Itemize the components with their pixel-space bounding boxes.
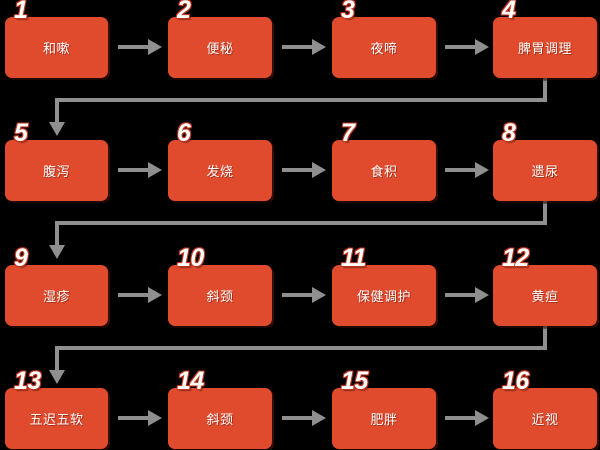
flow-node-10[interactable]: 10 斜颈 bbox=[168, 246, 272, 326]
arrow-15-to-16-head bbox=[475, 410, 489, 426]
node-label-16: 近视 bbox=[531, 411, 559, 427]
flow-node-4[interactable]: 4 脾胃调理 bbox=[493, 0, 597, 78]
node-number-12: 12 bbox=[502, 244, 529, 272]
arrow-9-to-10-line bbox=[118, 293, 150, 297]
node-label-13: 五迟五软 bbox=[29, 411, 84, 427]
arrow-13-to-14-head bbox=[148, 410, 162, 426]
flow-node-14[interactable]: 14 斜颈 bbox=[168, 369, 272, 449]
node-number-6: 6 bbox=[177, 119, 191, 147]
flow-node-9[interactable]: 9 湿疹 bbox=[5, 246, 108, 326]
node-number-9: 9 bbox=[14, 244, 28, 272]
flow-node-11[interactable]: 11 保健调护 bbox=[332, 246, 436, 326]
arrow-5-to-6-line bbox=[118, 168, 150, 172]
arrow-6-to-7-head bbox=[312, 162, 326, 178]
flow-node-3[interactable]: 3 夜啼 bbox=[332, 0, 436, 78]
node-number-2: 2 bbox=[177, 0, 191, 24]
wrap-8-to-9-segment-down bbox=[543, 201, 547, 225]
node-number-10: 10 bbox=[177, 244, 204, 272]
node-number-7: 7 bbox=[341, 119, 355, 147]
wrap-12-to-13-segment-drop bbox=[55, 346, 59, 372]
node-label-7: 食积 bbox=[370, 163, 398, 179]
flow-node-15[interactable]: 15 肥胖 bbox=[332, 369, 436, 449]
node-label-10: 斜颈 bbox=[206, 288, 234, 304]
wrap-12-to-13-segment-left bbox=[55, 346, 547, 350]
arrow-10-to-11-head bbox=[312, 287, 326, 303]
node-number-4: 4 bbox=[502, 0, 516, 24]
arrow-9-to-10-head bbox=[148, 287, 162, 303]
wrap-8-to-9-segment-left bbox=[55, 221, 547, 225]
node-number-1: 1 bbox=[14, 0, 28, 24]
node-number-15: 15 bbox=[341, 367, 368, 395]
arrow-14-to-15-line bbox=[282, 416, 314, 420]
arrow-3-to-4-head bbox=[475, 39, 489, 55]
node-number-3: 3 bbox=[341, 0, 355, 24]
node-number-8: 8 bbox=[502, 119, 516, 147]
flow-node-2[interactable]: 2 便秘 bbox=[168, 0, 272, 78]
node-label-9: 湿疹 bbox=[42, 288, 70, 304]
node-number-5: 5 bbox=[14, 119, 28, 147]
arrow-7-to-8-line bbox=[445, 168, 477, 172]
wrap-12-to-13-head bbox=[49, 370, 65, 384]
arrow-3-to-4-line bbox=[445, 45, 477, 49]
node-number-13: 13 bbox=[14, 367, 41, 395]
node-label-5: 腹泻 bbox=[42, 163, 70, 179]
flow-node-5[interactable]: 5 腹泻 bbox=[5, 121, 108, 201]
arrow-6-to-7-line bbox=[282, 168, 314, 172]
flow-node-7[interactable]: 7 食积 bbox=[332, 121, 436, 201]
node-label-11: 保健调护 bbox=[356, 288, 411, 304]
wrap-8-to-9-segment-drop bbox=[55, 221, 59, 247]
arrow-14-to-15-head bbox=[312, 410, 326, 426]
flow-node-13[interactable]: 13 五迟五软 bbox=[5, 369, 108, 449]
node-label-6: 发烧 bbox=[206, 163, 234, 179]
wrap-4-to-5-segment-drop bbox=[55, 98, 59, 124]
node-label-12: 黄疸 bbox=[531, 288, 559, 304]
node-label-14: 斜颈 bbox=[206, 411, 234, 427]
wrap-4-to-5-head bbox=[49, 122, 65, 136]
flow-node-1[interactable]: 1 和嗽 bbox=[5, 0, 108, 78]
arrow-2-to-3-head bbox=[312, 39, 326, 55]
node-number-16: 16 bbox=[502, 367, 529, 395]
wrap-8-to-9-head bbox=[49, 245, 65, 259]
node-label-8: 遗尿 bbox=[531, 163, 559, 179]
arrow-2-to-3-line bbox=[282, 45, 314, 49]
flow-node-6[interactable]: 6 发烧 bbox=[168, 121, 272, 201]
node-number-11: 11 bbox=[341, 244, 366, 272]
flow-node-12[interactable]: 12 黄疸 bbox=[493, 246, 597, 326]
wrap-4-to-5-segment-down bbox=[543, 78, 547, 102]
node-label-15: 肥胖 bbox=[370, 411, 398, 427]
wrap-12-to-13-segment-down bbox=[543, 326, 547, 350]
arrow-13-to-14-line bbox=[118, 416, 150, 420]
arrow-10-to-11-line bbox=[282, 293, 314, 297]
arrow-1-to-2-head bbox=[148, 39, 162, 55]
wrap-4-to-5-segment-left bbox=[55, 98, 547, 102]
arrow-1-to-2-line bbox=[118, 45, 150, 49]
node-number-14: 14 bbox=[177, 367, 204, 395]
arrow-5-to-6-head bbox=[148, 162, 162, 178]
flow-node-16[interactable]: 16 近视 bbox=[493, 369, 597, 449]
node-label-3: 夜啼 bbox=[370, 40, 398, 56]
flow-node-8[interactable]: 8 遗尿 bbox=[493, 121, 597, 201]
arrow-7-to-8-head bbox=[475, 162, 489, 178]
node-label-4: 脾胃调理 bbox=[517, 40, 572, 56]
arrow-11-to-12-line bbox=[445, 293, 477, 297]
node-label-1: 和嗽 bbox=[42, 40, 70, 56]
arrow-11-to-12-head bbox=[475, 287, 489, 303]
arrow-15-to-16-line bbox=[445, 416, 477, 420]
node-label-2: 便秘 bbox=[206, 40, 234, 56]
